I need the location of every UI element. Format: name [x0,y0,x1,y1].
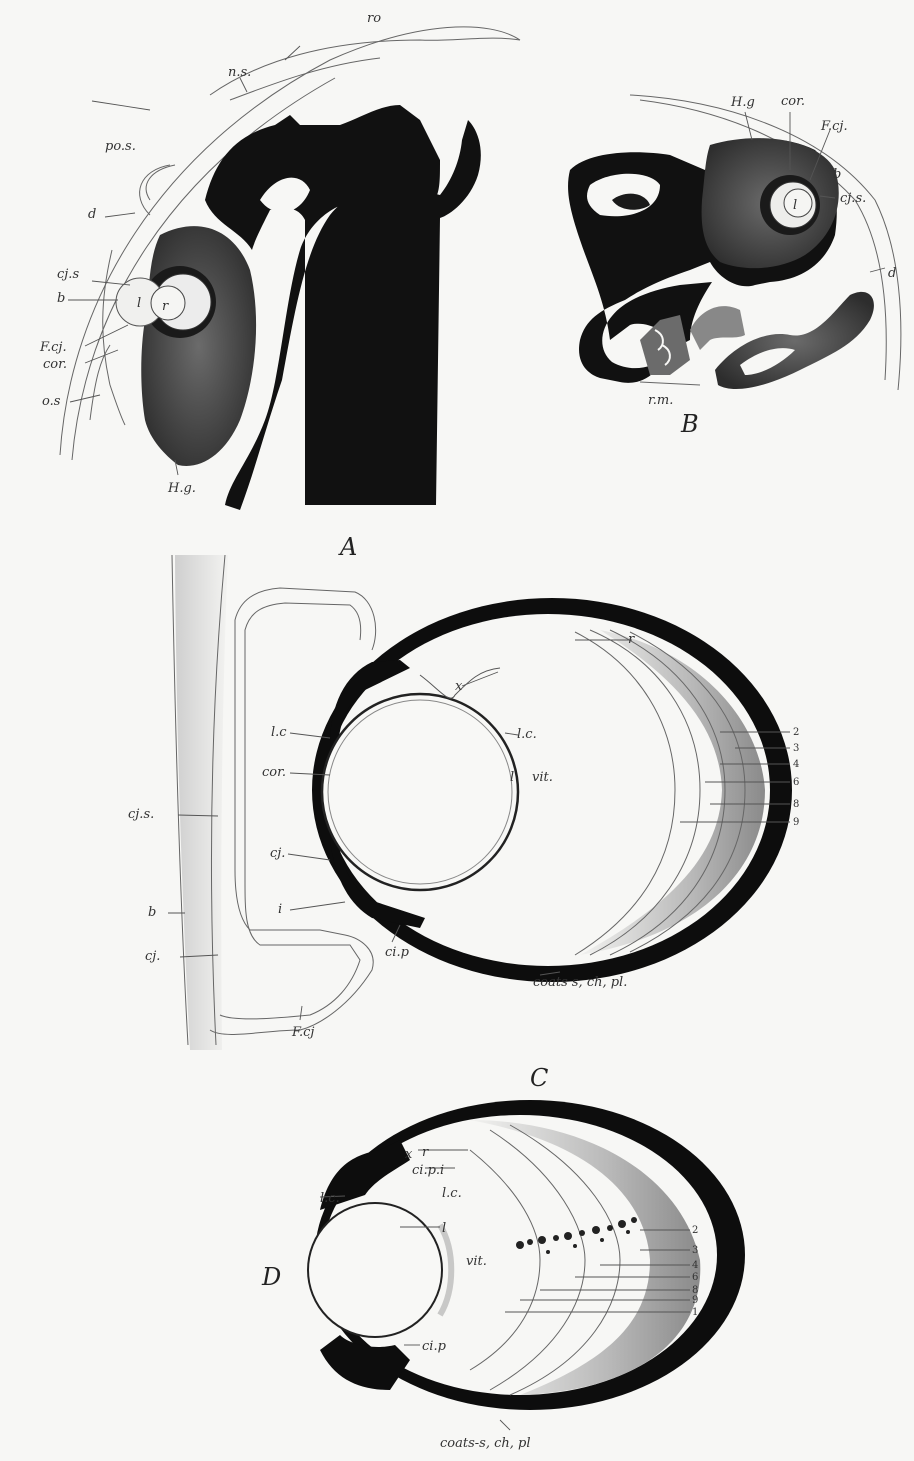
label-d-cipi: ci.p.i [412,1163,444,1178]
panel-letter-a: A [338,533,357,561]
label-c-l: l [510,770,514,785]
label-b-cjs: cj.s. [840,191,866,206]
label-c-layer-9: 9 [793,817,799,828]
label-c-coats: coats s, ch, pl. [533,975,627,990]
label-c-lc-left: l.c [271,725,287,740]
label-c-layer-6: 6 [793,777,799,788]
nasal-fold [210,38,520,95]
tongue-region [715,292,874,389]
label-a-cjs: cj.s [57,267,79,282]
label-c-b: b [148,905,156,920]
label-c-cip: ci.p [385,945,410,960]
panel-d: x r ci.p.i l.c. l.c. l vit. ci.p coats-s… [261,1100,745,1451]
label-d-layer-4: 4 [692,1260,698,1271]
label-c-cj-outer: cj. [145,949,160,964]
label-c-i: i [278,902,282,917]
label-d-layer-2: 2 [692,1225,698,1236]
label-d-r: r [422,1145,429,1160]
label-a-hg: H.g. [167,481,196,496]
label-a-d: d [88,207,96,222]
label-c-layer-4: 4 [793,759,799,770]
label-c-cjs: cj.s. [128,807,154,822]
label-d-cip: ci.p [422,1339,447,1354]
skin-outline [60,27,520,455]
panel-letter-b: B [680,410,699,438]
label-a-b: b [57,291,65,306]
label-c-layer-8: 8 [793,799,799,810]
label-a-l: l [137,296,141,311]
label-c-lc-right: l.c. [517,727,537,742]
conjunctival-sac [175,555,228,1050]
label-c-vit: vit. [532,770,553,785]
panel-letter-d: D [261,1263,281,1291]
panel-letter-c: C [530,1064,548,1092]
panel-a: ro n.s. po.s. d cj.s b F.cj. cor. o.s H.… [39,11,520,561]
label-d-lc-left: l.c. [320,1191,340,1206]
lens-d [308,1203,442,1337]
hyaloid-groove-tissue [141,226,256,466]
label-b-l: l [793,198,797,213]
label-b-rm: r.m. [648,393,673,408]
lens-c [322,694,518,890]
label-a-pos: po.s. [105,139,136,154]
label-d-layer-6: 6 [692,1272,698,1283]
label-c-fcj: F.cj [291,1025,314,1040]
label-c-layer-3: 3 [793,743,799,754]
label-b-fcj: F.cj. [820,119,848,134]
label-a-cor: cor. [43,357,67,372]
label-d-x: x [405,1147,413,1162]
label-b-cor: cor. [781,94,805,109]
label-a-ns: n.s. [228,65,251,80]
label-a-os: o.s [42,394,61,409]
label-a-r: r [162,299,169,314]
label-a-ro: ro [367,11,381,26]
panel-c: r x l.c l.c. cor. l vit. cj.s. cj. b i c… [128,555,799,1092]
label-c-layer-2: 2 [793,727,799,738]
label-d-lc-right: l.c. [442,1186,462,1201]
label-d-vit: vit. [466,1254,487,1269]
label-d-layer-9: 9 [692,1295,698,1306]
label-b-d: d [888,266,896,281]
label-c-r: r [628,632,635,647]
label-d-layer-1: 1 [692,1307,698,1318]
label-b-hg: H.g [730,95,755,110]
panel-b: H.g cor. F.cj. b cj.s. d r.m. l B [568,94,901,438]
label-c-cor: cor. [262,765,286,780]
label-c-x: x [455,679,463,694]
label-d-l: l [442,1221,446,1236]
label-a-fcj: F.cj. [39,340,67,355]
label-d-coats: coats-s, ch, pl [440,1436,530,1451]
label-d-layer-3: 3 [692,1245,698,1256]
label-b-b: b [833,167,841,182]
label-c-cj-inner: cj. [270,846,285,861]
